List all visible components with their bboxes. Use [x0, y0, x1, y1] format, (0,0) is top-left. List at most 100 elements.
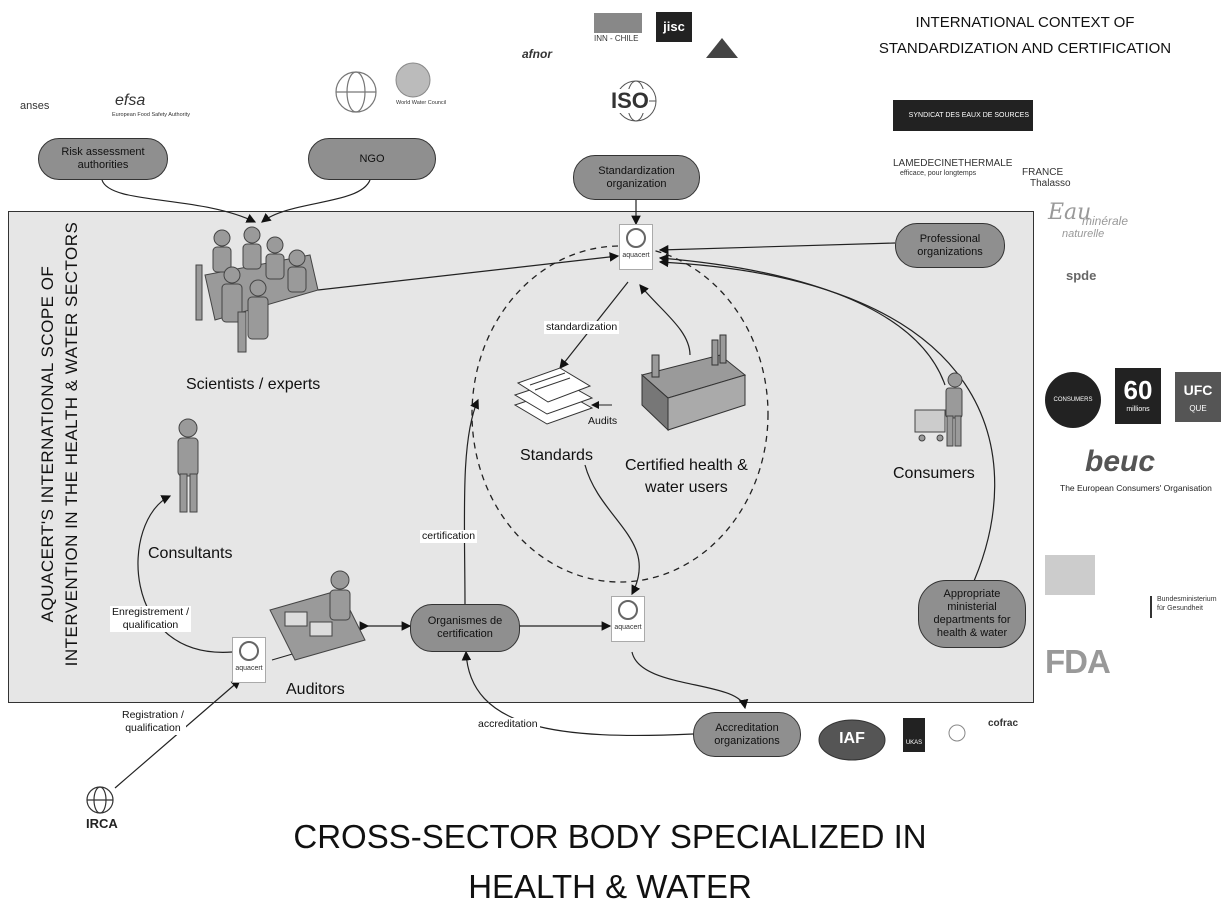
syndicat-logo: SYNDICAT DES EAUX DE SOURCES: [893, 100, 1033, 131]
min-line4: health & water: [936, 627, 1008, 639]
arrow-risk-to-scientists: [101, 179, 257, 223]
ufc-subtitle: QUE: [1189, 404, 1207, 413]
aquacert-logo-text: aquacert: [614, 624, 642, 631]
certified-line1: Certified health &: [625, 457, 748, 474]
reg-line1: Registration /: [122, 709, 184, 721]
std-line2: organization: [606, 177, 667, 190]
ministerial-departments-node: Appropriate ministerial departments for …: [918, 580, 1026, 648]
side-title-line1: AQUACERT'S INTERNATIONAL SCOPE OF: [38, 265, 57, 623]
audits-edge-label: Audits: [588, 415, 618, 427]
consumer-shopping-icon: [914, 372, 963, 447]
irca-globe-icon: [86, 786, 114, 814]
consultant-person-icon: [177, 418, 199, 513]
consultants-label: Consultants: [148, 545, 233, 562]
side-title-line2: INTERVENTION IN THE HEALTH & WATER SECTO…: [62, 221, 81, 667]
enregistrement-edge-label: Enregistrement / qualification: [110, 606, 192, 632]
arrow-professional-to-aquacert: [658, 242, 896, 255]
context-title-line1: INTERNATIONAL CONTEXT OF: [915, 14, 1135, 31]
min-line1: Appropriate: [943, 588, 1001, 600]
consumers-label: Consumers: [893, 465, 975, 482]
arrow-standards-to-aquacert: [584, 464, 641, 596]
arrow-ngo-to-scientists: [261, 179, 371, 223]
prof-line2: organizations: [917, 245, 983, 258]
anses-logo: anses: [20, 100, 50, 112]
bmg-line2: für Gesundheit: [1157, 605, 1203, 612]
accr-line1: Accreditation: [715, 721, 779, 734]
certification-cycle-circle: [471, 245, 769, 583]
arrow-scientists-to-aquacert: [317, 252, 620, 291]
iaf-logo-oval: [818, 719, 886, 761]
french-republic-logo: [1045, 555, 1095, 595]
accreditation-edge-label: accreditation: [476, 718, 540, 731]
enreg-line2: qualification: [122, 619, 179, 631]
accr-line2: organizations: [714, 734, 780, 747]
efsa-subtitle: European Food Safety Authority: [112, 112, 190, 118]
gfsi-logo: [948, 724, 966, 742]
aquacert-logo-top: aquacert: [619, 224, 653, 270]
standardization-edge-label: standardization: [544, 321, 620, 334]
arrow-aquacert-to-accreditation: [631, 651, 749, 710]
medecine-thermale-logo: LAMEDECINETHERMALE: [893, 158, 1013, 169]
jisc-logo: jisc: [656, 12, 692, 42]
ngo-label: NGO: [359, 152, 385, 165]
60-millions-logo: 60: [1115, 368, 1161, 424]
side-title: AQUACERT'S INTERNATIONAL SCOPE OF INTERV…: [36, 214, 84, 674]
consumers-international-logo: CONSUMERS INTERNATIONAL: [1045, 372, 1101, 459]
medecine-subtitle: efficace, pour longtemps: [900, 170, 977, 177]
who-emblem-icon: [335, 71, 377, 113]
ngo-node: NGO: [308, 138, 436, 180]
prof-line1: Professional: [919, 232, 981, 245]
registration-edge-label: Registration / qualification: [120, 709, 186, 735]
efsa-logo: efsa: [115, 92, 146, 109]
standards-label: Standards: [520, 447, 593, 464]
cofrac-logo: cofrac: [988, 718, 1019, 729]
arrow-ministry-to-aquacert: [658, 257, 996, 591]
iso-logo: ISO: [611, 88, 649, 113]
risk-line1: Risk assessment: [61, 146, 145, 158]
aquacert-logo-text: aquacert: [235, 665, 263, 672]
bmg-line1: Bundesministerium: [1157, 596, 1217, 603]
footer-title: CROSS-SECTOR BODY SPECIALIZED IN HEALTH …: [250, 812, 970, 912]
footer-line2: HEALTH & WATER: [468, 868, 752, 905]
arrow-org-to-standards: [463, 398, 479, 609]
beuc-subtitle: The European Consumers' Organisation: [1060, 483, 1212, 493]
france-thalasso-l1: FRANCE: [1022, 167, 1064, 178]
min-line2: ministerial: [947, 601, 997, 613]
aquacert-logo-left: aquacert: [232, 637, 266, 683]
std-line1: Standardization: [598, 164, 675, 177]
60-millions-subtitle: millions: [1126, 406, 1150, 413]
eau-minerale-l1: Eau: [1048, 200, 1092, 225]
risk-line2: authorities: [77, 159, 129, 171]
arrow-auditors-to-consultants: [137, 495, 233, 653]
auditor-desk-icon: [269, 570, 366, 661]
world-water-council-logo: [395, 62, 431, 98]
indian-standards-logo: [706, 38, 738, 58]
certification-edge-label: certification: [420, 530, 478, 543]
fda-logo: FDA: [1045, 643, 1111, 680]
afnor-logo: afnor: [522, 47, 552, 61]
auditors-label: Auditors: [286, 681, 345, 698]
min-line3: departments for: [933, 614, 1011, 626]
footer-line1: CROSS-SECTOR BODY SPECIALIZED IN: [293, 818, 927, 855]
inn-chile-mark: [594, 13, 642, 33]
org-line1: Organismes de: [427, 615, 503, 627]
iaf-logo: IAF: [839, 730, 865, 747]
context-title: INTERNATIONAL CONTEXT OF STANDARDIZATION…: [855, 10, 1195, 62]
ufc-logo: UFC: [1175, 372, 1221, 422]
enreg-line1: Enregistrement /: [112, 606, 190, 618]
spde-logo: spde: [1066, 268, 1097, 283]
aquacert-logo-text: aquacert: [622, 252, 650, 259]
wwc-caption: World Water Council: [396, 100, 447, 106]
arrow-factory-to-aquacert: [639, 284, 691, 356]
scientists-group-icon: [195, 226, 319, 353]
ukas-logo: UKAS: [903, 718, 925, 752]
org-line2: certification: [437, 628, 493, 640]
certified-line2: water users: [645, 479, 728, 496]
irca-logo: IRCA: [86, 816, 118, 831]
